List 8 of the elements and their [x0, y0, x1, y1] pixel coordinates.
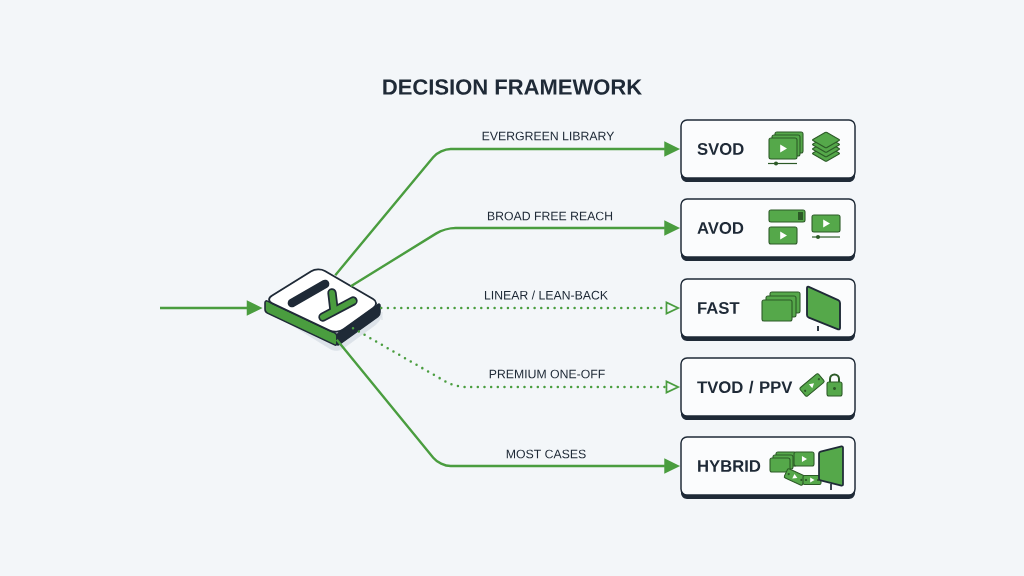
edge-label: EVERGREEN LIBRARY	[480, 130, 616, 142]
edge-label: BROAD FREE REACH	[485, 210, 615, 222]
tile-icon	[264, 268, 383, 351]
title: DECISION FRAMEWORK	[383, 79, 642, 95]
edge-label: LINEAR / LEAN-BACK	[482, 289, 610, 301]
edge-label: MOST CASES	[504, 448, 588, 460]
option-box: TVOD / PPV	[680, 357, 856, 420]
edge-label: PREMIUM ONE-OFF	[487, 368, 607, 380]
